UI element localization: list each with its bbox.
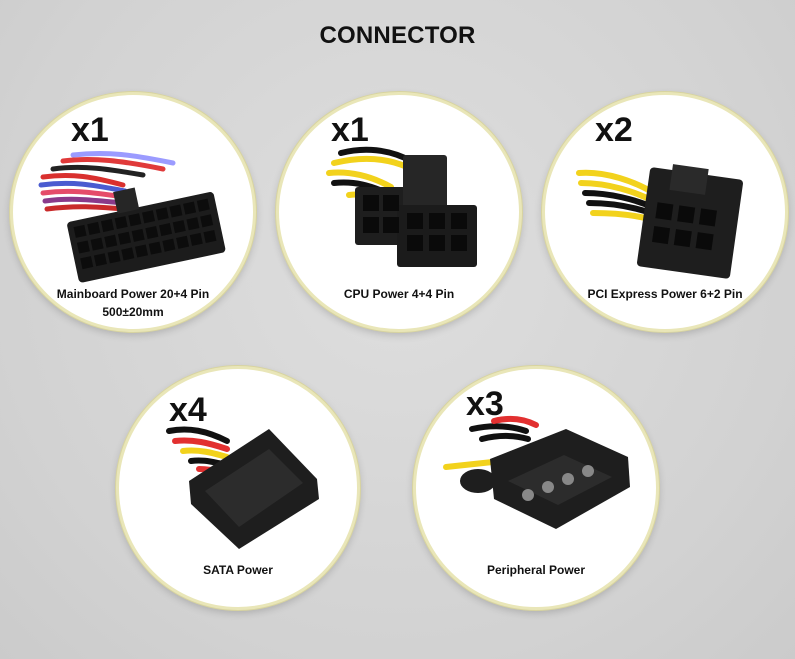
connector-card-mainboard: x1 Mainboard Power 20+4 Pin 500±20mm [10,92,256,332]
quantity-badge: x1 [71,111,109,149]
pci-connector-icon [576,164,743,279]
quantity-badge: x2 [595,111,633,149]
connector-card-peripheral: x3 Peripheral Power [413,366,659,610]
quantity-badge: x3 [466,385,504,423]
connector-card-sata: x4 SATA Power [116,366,360,610]
mainboard-connector-icon [38,150,226,283]
quantity-badge: x1 [331,111,369,149]
quantity-badge: x4 [169,391,207,429]
connector-card-cpu: x1 CPU Power 4+4 Pin [276,92,522,332]
connector-label: PCI Express Power 6+2 Pin [587,287,743,301]
connector-label: CPU Power 4+4 Pin [343,287,455,301]
connector-card-pci: x2 PCI Express Power 6+2 Pin [542,92,788,332]
peripheral-connector-icon [443,415,630,529]
connector-label: SATA Power [203,563,273,577]
connector-label: Mainboard Power 20+4 Pin [56,287,210,301]
connector-sublabel: 500±20mm [102,305,164,319]
sata-connector-icon [166,426,319,549]
connector-label: Peripheral Power [486,563,586,577]
cpu-connector-icon [326,146,477,267]
page-title: CONNECTOR [319,22,476,49]
